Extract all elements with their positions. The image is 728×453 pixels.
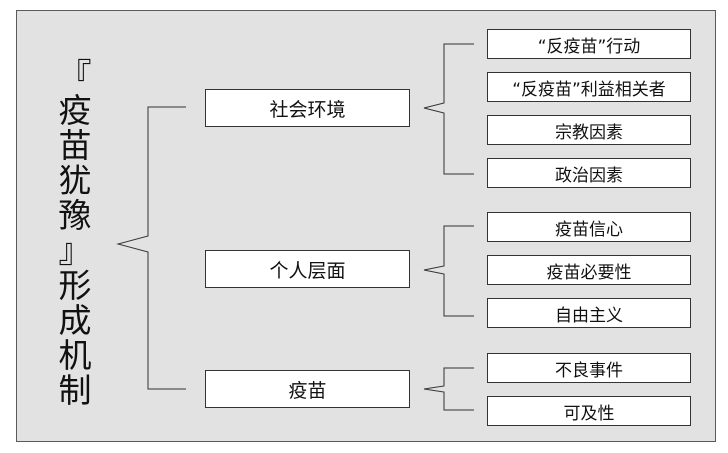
title-char: 机: [58, 336, 92, 375]
category-node-social: 社会环境: [205, 89, 410, 127]
leaf-node: “反疫苗”利益相关者: [487, 72, 691, 102]
bracket-vaccine: [423, 367, 474, 411]
category-node-personal: 个人层面: [205, 250, 410, 288]
leaf-node: “反疫苗”行动: [487, 29, 691, 59]
leaf-node: 政治因素: [487, 158, 691, 188]
title-char: 形: [58, 266, 92, 305]
category-node-vaccine: 疫苗: [205, 370, 410, 408]
leaf-node: 不良事件: [487, 353, 691, 383]
leaf-node: 可及性: [487, 396, 691, 426]
leaf-node: 自由主义: [487, 298, 691, 328]
title-char: 苗: [58, 126, 92, 165]
title-char: 犹: [58, 161, 92, 200]
title-char: 疫: [58, 91, 92, 130]
title-char: 成: [58, 301, 92, 340]
bracket-social: [423, 43, 474, 175]
diagram-title: 『 疫 苗 犹 豫 』 形 成 机 制: [52, 58, 98, 408]
leaf-node: 宗教因素: [487, 115, 691, 145]
leaf-node: 疫苗必要性: [487, 255, 691, 285]
bracket-personal: [423, 225, 474, 317]
title-char: 制: [58, 371, 92, 410]
root-bracket: [116, 106, 186, 390]
title-char: 豫: [58, 196, 92, 235]
leaf-node: 疫苗信心: [487, 212, 691, 242]
title-char: 』: [58, 231, 92, 270]
title-char: 『: [58, 56, 92, 95]
